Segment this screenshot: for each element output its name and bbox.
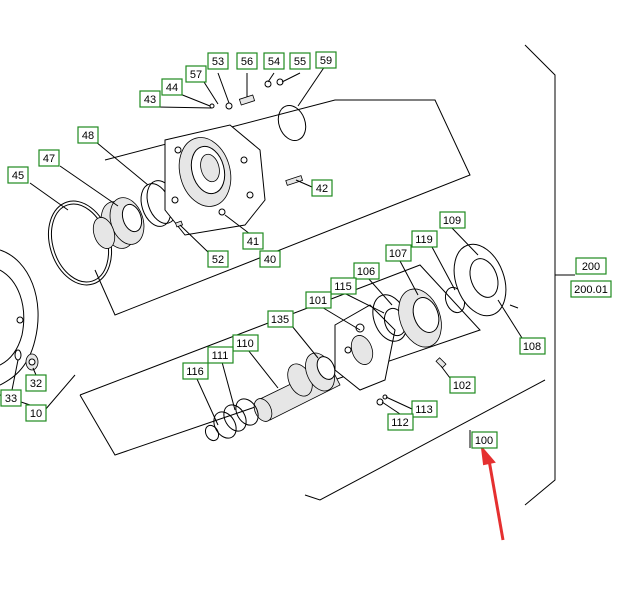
svg-text:57: 57 [190, 69, 202, 81]
callout-106: 106 [353, 262, 380, 280]
svg-text:41: 41 [247, 236, 259, 248]
svg-text:106: 106 [357, 266, 375, 278]
callout-119: 119 [411, 230, 438, 248]
svg-text:47: 47 [43, 153, 55, 165]
callout-33: 33 [0, 389, 22, 407]
svg-text:116: 116 [186, 366, 204, 378]
callout-56: 56 [236, 52, 258, 70]
callout-111: 111 [207, 346, 234, 364]
callout-47: 47 [38, 149, 60, 167]
svg-text:45: 45 [12, 170, 24, 182]
svg-text:56: 56 [241, 56, 253, 68]
group-frame-upper [94, 99, 471, 316]
svg-text:32: 32 [30, 378, 42, 390]
svg-text:43: 43 [144, 94, 156, 106]
svg-text:110: 110 [236, 338, 254, 350]
svg-text:108: 108 [523, 341, 541, 353]
callout-57: 57 [185, 65, 207, 83]
svg-text:42: 42 [316, 183, 328, 195]
callout-42: 42 [311, 179, 333, 197]
svg-text:59: 59 [320, 55, 332, 67]
cover-109 [453, 243, 507, 317]
assembly-bracket-100 [304, 379, 546, 501]
callout-135: 135 [267, 310, 294, 328]
svg-text:119: 119 [415, 234, 433, 246]
callout-101: 101 [305, 291, 332, 309]
svg-text:53: 53 [212, 56, 224, 68]
callout-102: 102 [449, 376, 476, 394]
callout-110: 110 [232, 334, 259, 352]
callout-54: 54 [263, 52, 285, 70]
pressure-plate-107 [398, 288, 442, 348]
svg-text:55: 55 [294, 56, 306, 68]
motor-housing-41 [164, 124, 266, 236]
svg-text:44: 44 [166, 82, 178, 94]
callout-109: 109 [439, 211, 466, 229]
pointer-arrow [480, 444, 505, 541]
svg-text:52: 52 [212, 254, 224, 266]
svg-text:115: 115 [334, 281, 352, 293]
svg-text:135: 135 [271, 314, 289, 326]
callout-53: 53 [207, 52, 229, 70]
small-parts-lower [376, 304, 519, 406]
svg-text:200: 200 [582, 261, 600, 273]
callout-52: 52 [207, 250, 229, 268]
svg-text:109: 109 [443, 215, 461, 227]
svg-text:112: 112 [391, 417, 409, 429]
gear-135 [305, 352, 336, 392]
svg-text:200.01: 200.01 [574, 284, 608, 296]
callout-108: 108 [519, 337, 546, 355]
svg-text:10: 10 [30, 408, 42, 420]
callout-116: 116 [182, 362, 209, 380]
bearing-47 [92, 197, 145, 249]
carrier-101 [334, 304, 396, 391]
callout-48: 48 [77, 126, 99, 144]
callout-100: 100 [471, 431, 498, 449]
svg-text:102: 102 [453, 380, 471, 392]
callout-200: 200 [575, 257, 607, 275]
callout-45: 45 [7, 166, 29, 184]
callout-113: 113 [411, 400, 438, 418]
callout-112: 112 [387, 413, 414, 431]
callout-44: 44 [161, 78, 183, 96]
callout-107: 107 [385, 244, 412, 262]
callout-115: 115 [330, 277, 357, 295]
callout-10: 10 [25, 404, 47, 422]
callout-40: 40 [259, 250, 281, 268]
svg-text:54: 54 [268, 56, 280, 68]
callout-43: 43 [139, 90, 161, 108]
callout-55: 55 [289, 52, 311, 70]
callout-32: 32 [25, 374, 47, 392]
svg-text:33: 33 [5, 393, 17, 405]
footer-strip [0, 582, 623, 593]
assembly-bracket-200 [524, 44, 575, 506]
svg-text:113: 113 [415, 404, 433, 416]
callout-59: 59 [315, 51, 337, 69]
svg-text:100: 100 [475, 435, 493, 447]
callout-200-01: 200.01 [570, 280, 612, 298]
svg-text:101: 101 [309, 295, 327, 307]
svg-text:107: 107 [389, 248, 407, 260]
svg-text:111: 111 [212, 350, 229, 362]
svg-text:40: 40 [264, 254, 276, 266]
callout-41: 41 [242, 232, 264, 250]
svg-text:48: 48 [82, 130, 94, 142]
leader-lines [11, 65, 523, 426]
